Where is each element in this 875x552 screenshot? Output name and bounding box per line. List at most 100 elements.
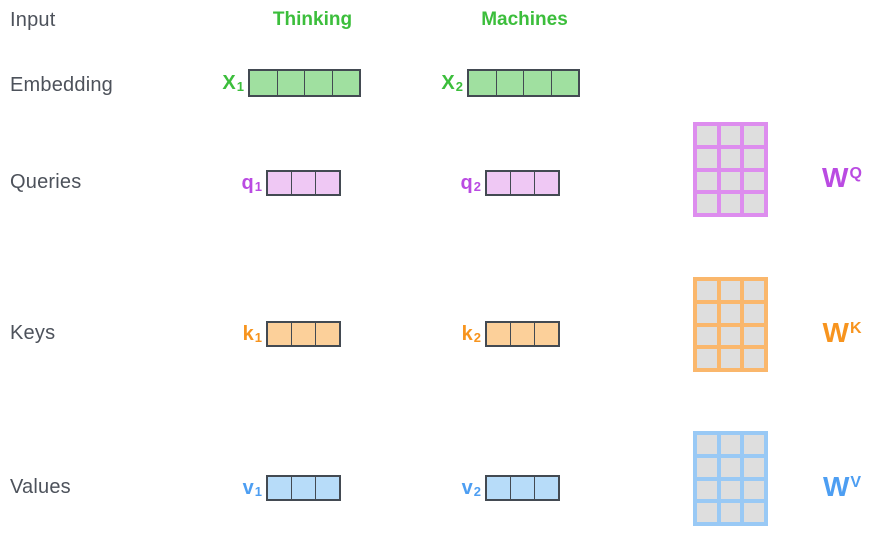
cell bbox=[744, 194, 764, 213]
vector-label-base: q bbox=[460, 172, 473, 194]
row-label-queries: Queries bbox=[10, 171, 82, 193]
cell bbox=[744, 326, 764, 346]
cell bbox=[744, 457, 764, 477]
cell bbox=[697, 194, 717, 213]
cell bbox=[720, 194, 741, 213]
vector-label-q1: q1 bbox=[230, 173, 262, 193]
wk-label-base: W bbox=[822, 317, 849, 348]
row-label-values: Values bbox=[10, 476, 71, 498]
cell bbox=[534, 172, 558, 194]
cell bbox=[510, 172, 534, 194]
vector-label-sub: 2 bbox=[473, 330, 481, 345]
vector-label-sub: 1 bbox=[254, 484, 262, 499]
cell bbox=[697, 326, 717, 346]
cell bbox=[534, 477, 558, 499]
vector-label-base: k bbox=[242, 323, 254, 345]
cell bbox=[720, 435, 741, 454]
cell bbox=[495, 71, 523, 95]
cell bbox=[697, 171, 717, 191]
key-cells-k1 bbox=[266, 321, 341, 347]
wv-label-sup: V bbox=[850, 474, 862, 491]
cell bbox=[720, 457, 741, 477]
cell bbox=[697, 435, 717, 454]
cell bbox=[720, 303, 741, 323]
vector-label-base: X bbox=[222, 72, 236, 94]
wv-label: WV bbox=[812, 470, 872, 504]
cell bbox=[697, 480, 717, 500]
cell bbox=[510, 477, 534, 499]
cell bbox=[268, 477, 291, 499]
vector-label-base: v bbox=[461, 477, 473, 499]
embedding-cells-x1 bbox=[248, 69, 361, 97]
cell bbox=[744, 171, 764, 191]
row-label-keys: Keys bbox=[10, 322, 56, 344]
cell bbox=[744, 148, 764, 168]
cell bbox=[469, 71, 496, 95]
row-label-embedding: Embedding bbox=[10, 74, 113, 96]
cell bbox=[720, 148, 741, 168]
wk-label: WK bbox=[812, 316, 872, 350]
wk-weight-matrix bbox=[693, 277, 768, 372]
cell bbox=[697, 148, 717, 168]
cell bbox=[534, 323, 558, 345]
wq-label-base: W bbox=[822, 162, 849, 193]
vector-label-q2: q2 bbox=[449, 173, 481, 193]
query-cells-q2 bbox=[485, 170, 560, 196]
token-word-machines: Machines bbox=[481, 9, 568, 30]
cell bbox=[697, 126, 717, 145]
vector-label-k1: k1 bbox=[230, 324, 262, 344]
embedding-vector-x2: X2 bbox=[431, 69, 580, 97]
cell bbox=[523, 71, 551, 95]
cell bbox=[744, 349, 764, 368]
wv-label-base: W bbox=[822, 471, 850, 502]
value-cells-v2 bbox=[485, 475, 560, 501]
vector-label-base: X bbox=[441, 72, 455, 94]
value-vector-v1: v1 bbox=[230, 475, 341, 501]
vector-label-sub: 2 bbox=[455, 79, 463, 94]
key-vector-k1: k1 bbox=[230, 321, 341, 347]
vector-label-v1: v1 bbox=[230, 478, 262, 498]
cell bbox=[697, 503, 717, 522]
vector-label-x1: X1 bbox=[212, 73, 244, 93]
cell bbox=[697, 281, 717, 300]
vector-label-base: v bbox=[242, 477, 254, 499]
cell bbox=[550, 71, 578, 95]
query-vector-q1: q1 bbox=[230, 170, 341, 196]
cell bbox=[697, 303, 717, 323]
value-cells-v1 bbox=[266, 475, 341, 501]
cell bbox=[250, 71, 277, 95]
cell bbox=[744, 480, 764, 500]
cell bbox=[720, 349, 741, 368]
wq-label-sup: Q bbox=[849, 165, 862, 182]
cell bbox=[487, 172, 510, 194]
wk-label-sup: K bbox=[849, 320, 862, 337]
token-word-thinking: Thinking bbox=[272, 9, 353, 30]
cell bbox=[744, 303, 764, 323]
value-vector-v2: v2 bbox=[449, 475, 560, 501]
cell bbox=[720, 503, 741, 522]
wv-weight-matrix bbox=[693, 431, 768, 526]
embedding-vector-x1: X1 bbox=[212, 69, 361, 97]
cell bbox=[291, 477, 315, 499]
wq-label: WQ bbox=[812, 161, 872, 195]
key-vector-k2: k2 bbox=[449, 321, 560, 347]
row-label-input: Input bbox=[10, 9, 56, 31]
vector-label-v2: v2 bbox=[449, 478, 481, 498]
vector-label-sub: 1 bbox=[254, 179, 262, 194]
cell bbox=[744, 435, 764, 454]
cell bbox=[720, 281, 741, 300]
vector-label-sub: 1 bbox=[236, 79, 244, 94]
cell bbox=[720, 171, 741, 191]
cell bbox=[276, 71, 304, 95]
cell bbox=[744, 126, 764, 145]
cell bbox=[510, 323, 534, 345]
cell bbox=[697, 457, 717, 477]
vector-label-x2: X2 bbox=[431, 73, 463, 93]
query-vector-q2: q2 bbox=[449, 170, 560, 196]
cell bbox=[304, 71, 332, 95]
cell bbox=[331, 71, 359, 95]
query-cells-q1 bbox=[266, 170, 341, 196]
vector-label-sub: 2 bbox=[473, 484, 481, 499]
wq-weight-matrix bbox=[693, 122, 768, 217]
